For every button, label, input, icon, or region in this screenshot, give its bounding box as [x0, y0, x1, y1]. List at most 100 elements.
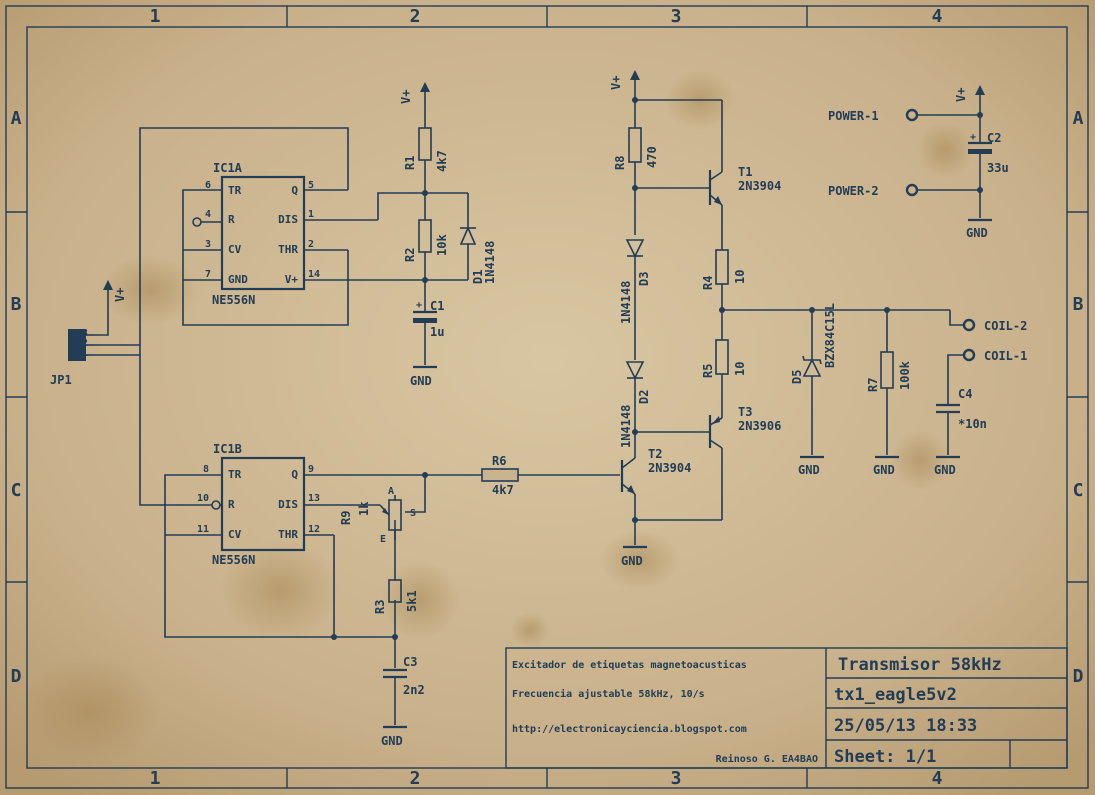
col-label-top: 4 [932, 6, 943, 27]
tb-date: 25/05/13 18:33 [834, 716, 977, 736]
vplus-symbol: V+ [609, 70, 640, 128]
frame-row-labels: A B C D A B C D [11, 108, 1084, 687]
ic1a-pinnum: 1 [308, 209, 314, 220]
svg-text:C1: C1 [430, 299, 444, 313]
ic1a-pinnum: 4 [205, 209, 211, 220]
row-label-left: A [11, 108, 22, 129]
ic1b-pin-cv: CV [228, 528, 242, 541]
ic1a-pin-cv: CV [228, 243, 242, 256]
ic1b-pin-tr: TR [228, 468, 242, 481]
transistor-t1: T1 2N3904 [632, 100, 781, 250]
jp1-pin: 1 [82, 348, 88, 359]
ic1a-pin-q: Q [291, 184, 298, 197]
ic1a-ref: IC1A [213, 161, 243, 175]
diode-d2: 1N4148 D2 [619, 361, 651, 452]
tb-title: Transmisor 58kHz [838, 655, 1002, 675]
capacitor-c1: + C1 1u [413, 280, 444, 365]
power1-connector: POWER-1 [828, 108, 980, 123]
resistor-r5: R5 10 [701, 339, 747, 418]
jp1-jumper: JP1 3 2 1 [50, 328, 95, 387]
jp1-pin: 2 [82, 338, 88, 349]
capacitor-c4: C4 *10n [936, 354, 987, 455]
zener-d5: D5 BZX84C15L [790, 303, 837, 455]
ic1b-pin-q: Q [291, 468, 298, 481]
col-label-bottom: 1 [150, 768, 161, 789]
col-label-bottom: 4 [932, 768, 943, 789]
svg-text:100k: 100k [898, 360, 912, 390]
ic1b-pinnum: 13 [308, 493, 320, 504]
vplus-symbol: V+ [103, 280, 127, 302]
ic1a-pinnum: 14 [308, 269, 320, 280]
coffee-stains [20, 70, 973, 765]
svg-text:1N4148: 1N4148 [483, 241, 497, 284]
col-label-bottom: 2 [410, 768, 421, 789]
row-label-left: D [11, 666, 22, 687]
gnd-symbol: GND [410, 365, 437, 388]
svg-text:V+: V+ [609, 76, 623, 90]
svg-text:R7: R7 [866, 378, 880, 392]
svg-text:POWER-2: POWER-2 [828, 184, 879, 198]
svg-text:10: 10 [733, 362, 747, 376]
svg-text:R4: R4 [701, 276, 715, 290]
ic1b-pin-thr: THR [278, 528, 298, 541]
svg-text:GND: GND [410, 374, 432, 388]
ic1b-pinnum: 8 [203, 464, 209, 475]
jp1-ref: JP1 [50, 373, 72, 387]
tb-url: http://electronicayciencia.blogspot.com [512, 723, 747, 735]
capacitor-c2: + C2 33u [968, 112, 1009, 218]
svg-text:2N3904: 2N3904 [648, 461, 691, 475]
vplus-symbol: V+ [954, 85, 985, 115]
svg-text:2n2: 2n2 [403, 683, 425, 697]
ic1b-pinnum: 11 [197, 524, 209, 535]
ic1b-ref: IC1B [213, 442, 242, 456]
svg-text:GND: GND [873, 463, 895, 477]
svg-text:1N4148: 1N4148 [619, 405, 633, 448]
vplus-symbol: V+ [399, 82, 430, 128]
svg-text:POWER-1: POWER-1 [828, 109, 879, 123]
svg-text:V+: V+ [954, 88, 968, 102]
col-label-top: 2 [410, 6, 421, 27]
ic1a-pin-thr: THR [278, 243, 298, 256]
svg-text:R1: R1 [403, 156, 417, 170]
svg-text:GND: GND [934, 463, 956, 477]
coil1-connector: COIL-1 [962, 348, 1027, 363]
row-label-left: B [11, 294, 22, 315]
diode-d3: 1N4148 D3 [619, 239, 651, 360]
tb-desc-line2: Frecuencia ajustable 58kHz, 10/s [512, 688, 705, 700]
svg-text:BZX84C15L: BZX84C15L [823, 303, 837, 368]
svg-text:C3: C3 [403, 655, 417, 669]
svg-text:*10n: *10n [958, 417, 987, 431]
ic1b-pin-dis: DIS [278, 498, 298, 511]
svg-text:2N3904: 2N3904 [738, 179, 781, 193]
svg-text:T2: T2 [648, 447, 662, 461]
svg-text:D5: D5 [790, 370, 804, 384]
tb-file: tx1_eagle5v2 [834, 685, 957, 705]
svg-text:COIL-1: COIL-1 [984, 349, 1027, 363]
resistor-r7: R7 100k [866, 310, 912, 455]
row-label-left: C [11, 480, 22, 501]
ic1b-pinnum: 9 [308, 464, 314, 475]
diode-d1: D1 1N4148 [459, 193, 497, 284]
ic1b-pinnum: 12 [308, 524, 320, 535]
svg-text:V+: V+ [113, 288, 127, 302]
svg-text:COIL-2: COIL-2 [984, 319, 1027, 333]
ic-wiring [95, 127, 468, 668]
svg-text:33u: 33u [987, 161, 1009, 175]
row-label-right: D [1073, 666, 1084, 687]
svg-text:+: + [970, 132, 976, 143]
svg-text:2N3906: 2N3906 [738, 419, 781, 433]
transistor-t2: T2 2N3904 [620, 447, 722, 545]
ic1a-pin-dis: DIS [278, 213, 298, 226]
gnd-symbol: GND [381, 725, 407, 748]
ic1a-part: NE556N [212, 293, 255, 307]
tb-desc-line1: Excitador de etiquetas magnetoacusticas [512, 659, 747, 671]
svg-text:1N4148: 1N4148 [619, 281, 633, 324]
ic1a-pinnum: 2 [308, 239, 314, 250]
svg-text:D2: D2 [637, 390, 651, 404]
svg-text:1k: 1k [357, 501, 371, 516]
svg-text:S: S [410, 508, 416, 519]
ic1b-pin-r: R [228, 498, 235, 511]
svg-text:5k1: 5k1 [405, 590, 419, 612]
